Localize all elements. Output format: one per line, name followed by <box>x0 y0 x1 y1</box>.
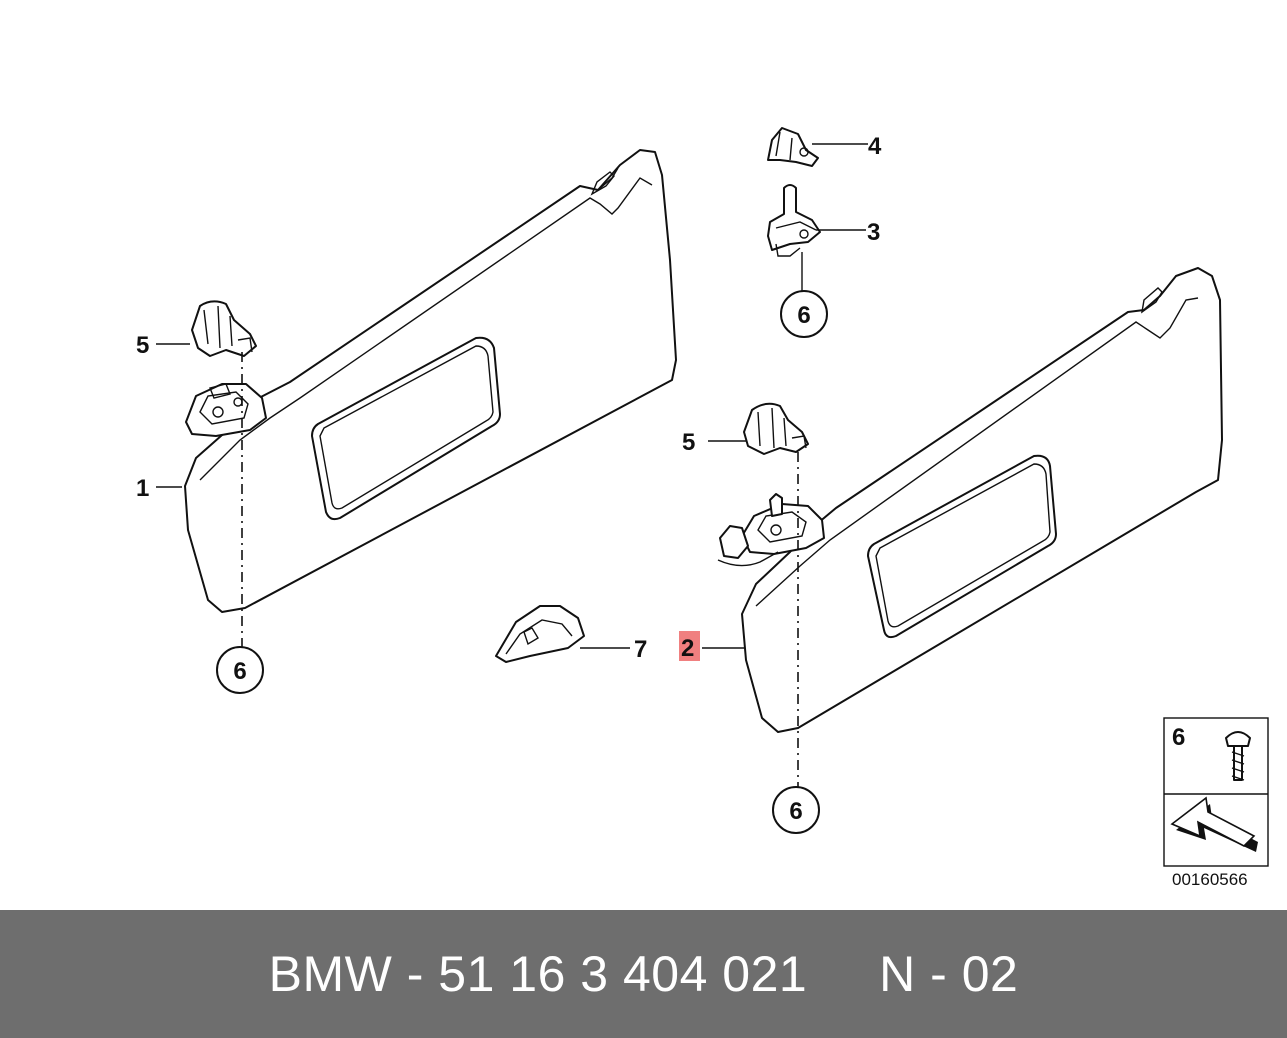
clip-part-5-left <box>191 300 257 357</box>
sun-visor-left <box>184 149 677 613</box>
vanity-mirror-right <box>867 454 1057 639</box>
highlight-box-part-2 <box>679 631 700 661</box>
callout-6-left-bottom: 6 <box>216 646 264 694</box>
legend-box: 6 <box>1163 717 1269 867</box>
clip-part-5-right <box>743 402 809 455</box>
part-number-caption: BMW - 51 16 3 404 021 N - 02 <box>268 946 1019 1002</box>
label-part-6-right: 6 <box>789 798 802 825</box>
reference-number: 00160566 <box>1172 870 1248 889</box>
bracket-part-3 <box>767 184 821 257</box>
callout-6-right-bottom: 6 <box>772 786 820 834</box>
label-part-1: 1 <box>136 475 149 502</box>
label-part-6-top: 6 <box>797 302 810 329</box>
screw-icon <box>1225 731 1251 781</box>
sun-visor-right <box>717 267 1223 733</box>
arrow-icon <box>1170 796 1258 852</box>
label-part-7: 7 <box>634 636 647 663</box>
label-part-3: 3 <box>867 219 880 246</box>
label-part-5-left: 5 <box>136 332 149 359</box>
clip-part-4 <box>767 127 819 167</box>
label-part-6-left: 6 <box>233 658 246 685</box>
visor-hinge-right <box>717 493 825 567</box>
callout-6-top: 6 <box>780 290 828 338</box>
label-part-5-right: 5 <box>682 429 695 456</box>
label-part-4: 4 <box>868 133 882 160</box>
legend-item-number: 6 <box>1172 724 1185 751</box>
vanity-mirror-left <box>311 336 501 521</box>
cover-part-7 <box>495 605 585 663</box>
parts-diagram: 1 2 3 4 5 5 7 6 6 6 6 00160566 <box>136 127 1269 889</box>
label-part-2: 2 <box>681 635 694 662</box>
footer-bar: BMW - 51 16 3 404 021 N - 02 <box>0 910 1287 1038</box>
visor-hinge-left <box>185 383 267 437</box>
